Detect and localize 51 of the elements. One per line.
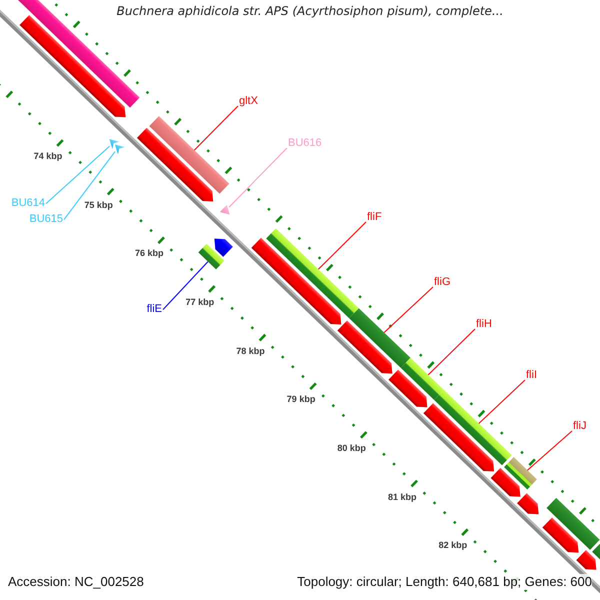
scale-label: 75 kbp [84, 198, 113, 211]
scale-label: 76 kbp [134, 247, 164, 260]
genome-info-text: Topology: circular; Length: 640,681 bp; Genes: 600 [297, 574, 592, 590]
gene-bar [542, 517, 579, 553]
gene-label: fliG [434, 276, 450, 288]
scale-label: 78 kbp [236, 344, 265, 357]
leader-line [318, 222, 366, 270]
leader-line [162, 261, 208, 310]
accession-text: Accession: NC_002528 [8, 574, 144, 590]
scale-label: 79 kbp [286, 393, 316, 406]
leader-line [428, 328, 476, 376]
gene-bar [517, 493, 539, 514]
gene-bar [20, 14, 126, 118]
map-title: Buchnera aphidicola str. APS (Acyrthosiphon pisum), complete... [116, 5, 504, 17]
gene-bar [434, 390, 512, 466]
gene-marker [109, 139, 120, 149]
gene-bar [198, 244, 224, 270]
scale-label: 80 kbp [337, 442, 366, 454]
gene-bar [214, 238, 233, 257]
gene-label: fliJ [573, 420, 586, 432]
gene-bar [136, 128, 214, 202]
gene-bar [504, 457, 537, 490]
leader-line [64, 151, 116, 220]
scale-label: 82 kbp [438, 539, 468, 552]
gene-bar [349, 308, 410, 368]
gene-bar [388, 370, 428, 408]
leader-line [46, 146, 110, 204]
scale-label: 74 kbp [34, 150, 62, 162]
scale-label: 81 kbp [388, 490, 417, 503]
gene-label: BU614 [11, 197, 45, 209]
gene-bar [266, 228, 359, 318]
gene-label: fliF [367, 211, 382, 223]
gene-marker [114, 144, 125, 154]
gene-label: BU616 [288, 137, 322, 149]
gene-bar [490, 468, 520, 497]
gene-label: BU615 [29, 213, 63, 225]
gene-label: fliI [526, 369, 537, 381]
gene-bar [423, 403, 494, 472]
leader-line [384, 286, 434, 334]
gene-marker [220, 204, 230, 215]
gene-label: fliE [146, 303, 162, 315]
leader-line [478, 380, 526, 424]
scale-label: 77 kbp [186, 296, 214, 308]
gene-bar [337, 320, 392, 374]
gene-label: fliH [476, 318, 492, 330]
gene-label: gltX [239, 95, 258, 107]
leader-line [228, 148, 288, 208]
leader-line [194, 106, 238, 151]
gene-bar [251, 238, 342, 325]
gene-bar [400, 358, 444, 400]
gene-bar [149, 116, 230, 194]
